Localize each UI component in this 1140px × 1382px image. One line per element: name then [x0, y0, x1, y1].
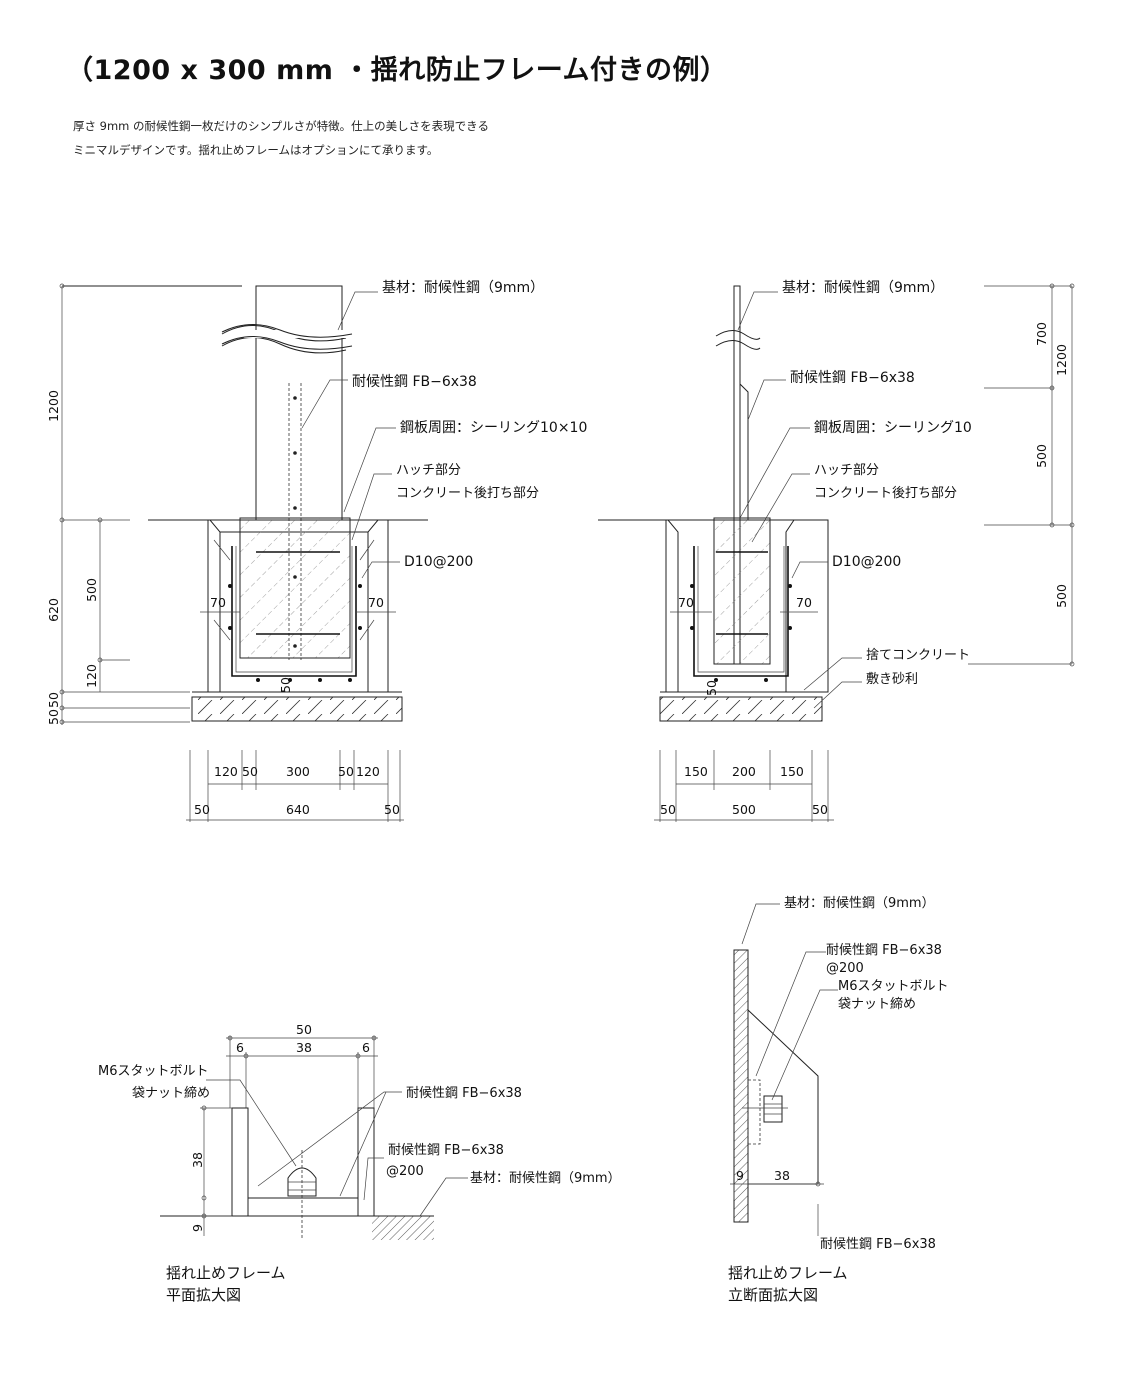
- label-gravel: 敷き砂利: [866, 672, 918, 687]
- right-section: 700 1200 500 500 70 70 50 150 200 150 50…: [598, 279, 1075, 822]
- dim-b150-b: 150: [780, 764, 804, 779]
- label-base-material-right: 基材：耐候性鋼（9mm）: [782, 279, 944, 296]
- caption-plan-1: 揺れ止めフレーム: [166, 1264, 286, 1282]
- label-hatch-2: コンクリート後打ち部分: [396, 486, 539, 501]
- gravel-layer: [191, 696, 403, 722]
- label-lean-concrete: 捨てコンクリート: [866, 647, 970, 663]
- dim-50-c: 50: [278, 677, 293, 693]
- leader-rebar: [361, 561, 400, 579]
- label-plan-pitch: @200: [386, 1164, 424, 1179]
- section-detail: 9 38 基材：耐候性鋼（9mm） 耐候性鋼 FB−6x38 @200 M6スタ…: [728, 896, 949, 1304]
- label-plan-bolt-2: 袋ナット締め: [132, 1085, 210, 1101]
- caption-section-2: 立断面拡大図: [728, 1286, 818, 1304]
- label-section-pitch: @200: [826, 961, 864, 976]
- label-hatch-right-1: ハッチ部分: [814, 463, 879, 478]
- break-line-2: [221, 337, 347, 354]
- label-hatch-1: ハッチ部分: [396, 463, 461, 478]
- page-title: （1200 x 300 mm ・揺れ防止フレーム付きの例）: [66, 55, 728, 86]
- label-plan-base: 基材：耐候性鋼（9mm）: [470, 1171, 621, 1186]
- dim-500-right-b: 500: [1054, 584, 1069, 608]
- dim-right-t50-b: 50: [812, 802, 828, 817]
- label-rebar: D10@200: [404, 554, 473, 570]
- leader-base: [337, 291, 378, 331]
- dim-right-t50-a: 50: [660, 802, 676, 817]
- dim-b120-b: 120: [356, 764, 380, 779]
- label-fb-right: 耐候性鋼 FB−6x38: [790, 370, 915, 386]
- description-line-2: ミニマルデザインです。揺れ止めフレームはオプションにて承ります。: [73, 143, 439, 157]
- steel-plate-front: [255, 285, 343, 521]
- hatched-infill: [239, 517, 351, 659]
- dim-plan-v9: 9: [190, 1224, 205, 1232]
- dim-500: 500: [84, 578, 99, 602]
- frame-angle: [747, 1009, 819, 1184]
- dim-70-a: 70: [210, 595, 226, 610]
- dim-t500: 500: [732, 802, 756, 817]
- dim-b120-a: 120: [214, 764, 238, 779]
- description-line-1: 厚さ 9mm の耐候性鋼一枚だけのシンプルさが特徴。仕上の美しさを表現できる: [73, 119, 489, 133]
- dim-b50-a: 50: [242, 764, 258, 779]
- dim-plan-6a: 6: [236, 1040, 244, 1055]
- dim-500-right-a: 500: [1034, 444, 1049, 468]
- dim-70-right-b: 70: [796, 595, 812, 610]
- hatched-infill-right: [713, 517, 771, 665]
- label-section-fb: 耐候性鋼 FB−6x38: [826, 943, 942, 958]
- leader-hatch: [351, 473, 392, 541]
- label-section-bolt-2: 袋ナット締め: [838, 996, 916, 1012]
- fb-side: [739, 383, 749, 521]
- dim-plan-6b: 6: [362, 1040, 370, 1055]
- label-plan-fb2: 耐候性鋼 FB−6x38: [388, 1143, 504, 1158]
- dim-plan-50: 50: [296, 1022, 312, 1037]
- frame-bar-left: [231, 1107, 249, 1217]
- label-section-base: 基材：耐候性鋼（9mm）: [784, 896, 935, 911]
- dim-b150-a: 150: [684, 764, 708, 779]
- leader-sealing: [343, 427, 396, 513]
- dim-700: 700: [1034, 322, 1049, 346]
- dim-b50-b: 50: [338, 764, 354, 779]
- dim-b200: 200: [732, 764, 756, 779]
- label-fb: 耐候性鋼 FB−6x38: [352, 374, 477, 390]
- leader-fb: [301, 379, 348, 429]
- base-plate-hatch: [372, 1216, 434, 1240]
- dim-t50-b: 50: [384, 802, 400, 817]
- dim-plan-v38: 38: [190, 1152, 205, 1168]
- dim-50-b: 50: [46, 709, 61, 725]
- gravel-layer-right: [659, 696, 823, 722]
- dim-50-a: 50: [46, 692, 61, 708]
- dim-120: 120: [84, 664, 99, 688]
- dim-620: 620: [46, 598, 61, 622]
- dim-t50-a: 50: [194, 802, 210, 817]
- rebar-cage: [231, 546, 357, 677]
- label-rebar-right: D10@200: [832, 554, 901, 570]
- label-sealing-right: 鋼板周囲：シーリング10: [814, 420, 972, 436]
- plan-detail: 50 6 38 6 38 9 M6スタットボルト 袋ナット締め 耐候性鋼 FB−…: [98, 1022, 621, 1304]
- label-plan-bolt-1: M6スタットボルト: [98, 1064, 209, 1079]
- dim-70-b: 70: [368, 595, 384, 610]
- caption-plan-2: 平面拡大図: [166, 1286, 241, 1304]
- dim-70-right-a: 70: [678, 595, 694, 610]
- label-base-material: 基材：耐候性鋼（9mm）: [382, 279, 544, 296]
- dim-section-38: 38: [774, 1168, 790, 1183]
- label-hatch-right-2: コンクリート後打ち部分: [814, 486, 957, 501]
- left-section: 1200 620 500 120 50 50 50 70 70 120 50 3…: [46, 279, 587, 822]
- dim-plan-38: 38: [296, 1040, 312, 1055]
- cap-nut: [287, 1167, 317, 1197]
- dim-section-9: 9: [736, 1168, 744, 1183]
- label-sealing: 鋼板周囲：シーリング10×10: [400, 420, 587, 436]
- dim-50-right: 50: [704, 680, 719, 696]
- dim-t640: 640: [286, 802, 310, 817]
- bolt-dot: [293, 396, 297, 400]
- dim-1200: 1200: [46, 390, 61, 422]
- label-section-fb-bottom: 耐候性鋼 FB−6x38: [820, 1237, 936, 1252]
- dim-1200-right: 1200: [1054, 344, 1069, 376]
- caption-section-1: 揺れ止めフレーム: [728, 1264, 848, 1282]
- section-nut: [763, 1095, 783, 1123]
- label-section-bolt-1: M6スタットボルト: [838, 979, 949, 994]
- label-plan-fb: 耐候性鋼 FB−6x38: [406, 1086, 522, 1101]
- dim-b300: 300: [286, 764, 310, 779]
